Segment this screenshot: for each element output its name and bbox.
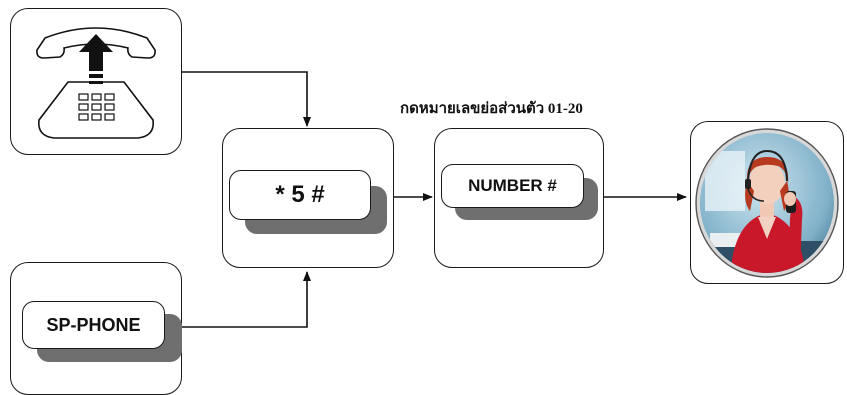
telephone-pickup-icon — [36, 27, 156, 139]
speed-dial-caption: กดหมายเลขย่อส่วนตัว 01-20 — [400, 101, 583, 117]
edge-handset-to-code — [180, 71, 311, 127]
sp-phone-key: SP-PHONE — [22, 301, 165, 349]
feature-code-label: * 5 # — [275, 181, 325, 208]
feature-code-key: * 5 # — [229, 170, 371, 220]
operator-headset-photo-icon — [695, 128, 839, 278]
operator-box — [690, 121, 844, 284]
number-entry-label: NUMBER # — [468, 176, 557, 195]
number-entry-key: NUMBER # — [441, 164, 584, 208]
sp-phone-label: SP-PHONE — [46, 314, 141, 335]
edge-spphone-to-code — [180, 271, 311, 328]
handset-box — [10, 8, 182, 155]
